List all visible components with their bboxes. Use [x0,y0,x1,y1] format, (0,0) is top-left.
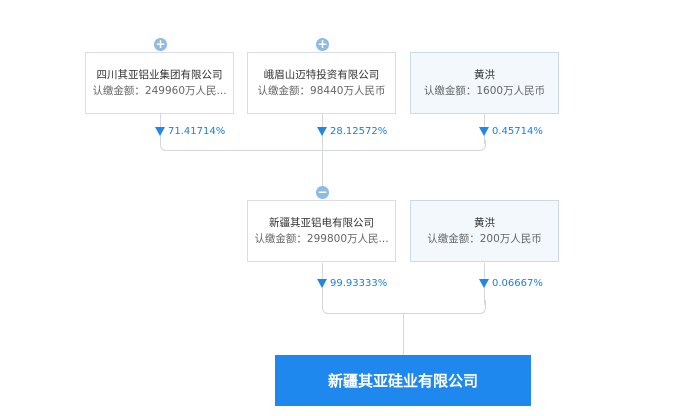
share-percent: 99.93333% [317,278,387,289]
shareholder-name: 峨眉山迈特投资有限公司 [263,69,380,81]
target-company-name: 新疆其亚硅业有限公司 [327,372,478,390]
percent-label: 0.06667% [492,278,543,289]
expand-icon[interactable]: + [316,37,329,51]
arrow-down-icon [317,279,327,288]
connector [322,114,323,194]
shareholder-node[interactable]: 黄洪 认缴金额：1600万人民币 [410,52,559,114]
arrow-down-icon [155,127,165,136]
connector [160,140,486,151]
subscribed-amount: 认缴金额：249960万人民... [92,85,227,97]
target-company-node[interactable]: 新疆其亚硅业有限公司 [275,355,531,406]
percent-label: 71.41714% [168,126,226,137]
connector [403,314,404,355]
percent-label: 0.45714% [492,126,543,137]
shareholder-name: 黄洪 [474,217,495,229]
arrow-down-icon [479,127,489,136]
shareholder-node[interactable]: 新疆其亚铝电有限公司 认缴金额：299800万人民... [247,200,396,262]
share-percent: 0.45714% [479,126,543,137]
subscribed-amount: 认缴金额：1600万人民币 [423,85,546,97]
shareholder-name: 新疆其亚铝电有限公司 [269,217,374,229]
percent-label: 28.12572% [330,126,388,137]
percent-label: 99.93333% [330,278,388,289]
shareholder-node[interactable]: 黄洪 认缴金额：200万人民币 [410,200,559,262]
arrow-down-icon [317,127,327,136]
collapse-icon[interactable]: − [316,185,329,199]
shareholder-node[interactable]: 峨眉山迈特投资有限公司 认缴金额：98440万人民币 [247,52,396,114]
shareholder-name: 黄洪 [474,69,495,81]
share-percent: 28.12572% [317,126,387,137]
share-percent: 0.06667% [479,278,543,289]
shareholder-node[interactable]: 四川其亚铝业集团有限公司 认缴金额：249960万人民... [85,52,234,114]
subscribed-amount: 认缴金额：98440万人民币 [257,85,386,97]
subscribed-amount: 认缴金额：200万人民币 [427,233,542,245]
arrow-down-icon [479,279,489,288]
connector [322,300,486,314]
subscribed-amount: 认缴金额：299800万人民... [254,233,389,245]
expand-icon[interactable]: + [154,37,167,51]
share-percent: 71.41714% [155,126,225,137]
shareholder-name: 四川其亚铝业集团有限公司 [96,69,223,81]
